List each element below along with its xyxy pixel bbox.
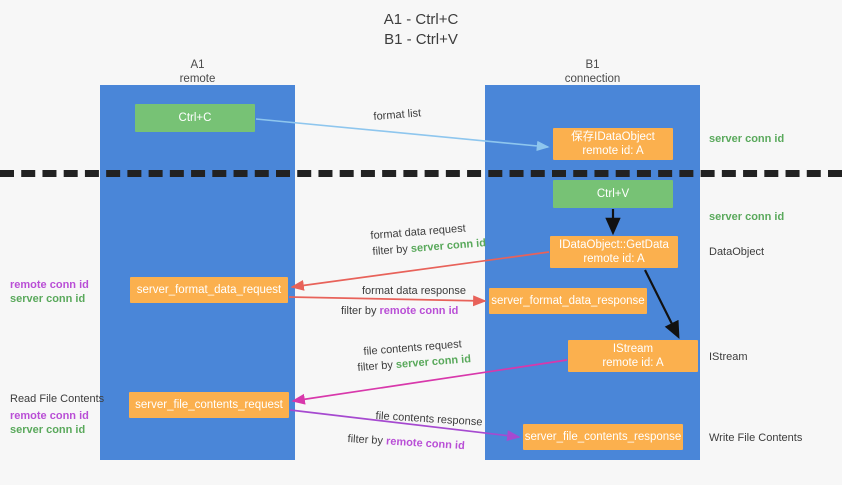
node-istream-line2: remote id: A (602, 357, 664, 369)
node-ctrl-c[interactable]: Ctrl+C (135, 104, 255, 132)
filter-prefix: filter by (347, 432, 387, 448)
node-file-resp-label: server_file_contents_response (524, 431, 682, 443)
filter-key-remote-conn-id: remote conn id (379, 305, 459, 317)
node-fmt-req-label: server_format_data_request (136, 284, 282, 296)
annotation-dataobject: DataObject (709, 246, 765, 258)
node-idataobject-getdata[interactable]: IDataObject::GetData remote id: A (550, 236, 678, 268)
node-server-file-contents-response[interactable]: server_file_contents_response (523, 424, 683, 450)
column-b1-sub: connection (564, 73, 621, 85)
annotation-remote-conn-id-1: remote conn id (10, 279, 89, 291)
annotation-remote-conn-id-2: remote conn id (10, 410, 89, 422)
node-ctrl-v-label: Ctrl+V (596, 188, 630, 200)
edge-label-format-list: format list (373, 107, 422, 123)
node-istream[interactable]: IStream remote id: A (568, 340, 698, 372)
annotation-server-conn-id-2: server conn id (10, 424, 86, 436)
annotation-read-file-contents: Read File Contents (10, 393, 105, 405)
column-header-a1: A1 remote (110, 58, 285, 86)
node-file-req-label: server_file_contents_request (135, 399, 283, 411)
node-save-idataobject[interactable]: 保存IDataObject remote id: A (553, 128, 673, 160)
filter-prefix: filter by (341, 305, 380, 317)
edge-label-format-data-response: format data response (362, 285, 466, 297)
node-save-idataobject-line1: 保存IDataObject (571, 131, 655, 143)
annotation-server-conn-id-second: server conn id (709, 211, 785, 223)
node-getdata-line2: remote id: A (583, 253, 645, 265)
annotation-group-format: remote conn id server conn id (10, 278, 89, 306)
title-line-1: A1 - Ctrl+C (383, 11, 459, 28)
annotation-group-file: Read File Contents remote conn id server… (10, 392, 104, 437)
annotation-write-file-contents: Write File Contents (709, 432, 803, 444)
node-istream-line1: IStream (612, 343, 654, 355)
node-ctrl-v[interactable]: Ctrl+V (553, 180, 673, 208)
column-b1-name: B1 (585, 59, 600, 71)
edge-label-file-contents-response-filter: filter by remote conn id (347, 432, 465, 454)
node-server-format-data-response[interactable]: server_format_data_response (489, 288, 647, 314)
node-getdata-line1: IDataObject::GetData (559, 239, 669, 251)
node-server-file-contents-request[interactable]: server_file_contents_request (129, 392, 289, 418)
filter-prefix: filter by (357, 358, 397, 374)
node-save-idataobject-line2: remote id: A (582, 145, 644, 157)
edge-label-format-data-response-filter: filter by remote conn id (341, 304, 458, 319)
annotation-istream: IStream (709, 351, 748, 363)
node-fmt-resp-label: server_format_data_response (491, 295, 645, 307)
node-server-format-data-request[interactable]: server_format_data_request (130, 277, 288, 303)
column-a1-sub: remote (179, 73, 216, 85)
annotation-server-conn-id-top: server conn id (709, 133, 785, 145)
column-a1-name: A1 (190, 59, 205, 71)
phase-divider (0, 170, 842, 177)
title-line-2: B1 - Ctrl+V (384, 31, 458, 48)
edge-label-file-contents-response: file contents response (375, 409, 483, 429)
filter-prefix: filter by (372, 242, 412, 258)
page-title: A1 - Ctrl+C B1 - Ctrl+V (0, 10, 842, 50)
filter-key-remote-conn-id: remote conn id (385, 435, 466, 453)
annotation-server-conn-id-1: server conn id (10, 293, 86, 305)
node-ctrl-c-label: Ctrl+C (178, 112, 212, 124)
column-header-b1: B1 connection (505, 58, 680, 86)
